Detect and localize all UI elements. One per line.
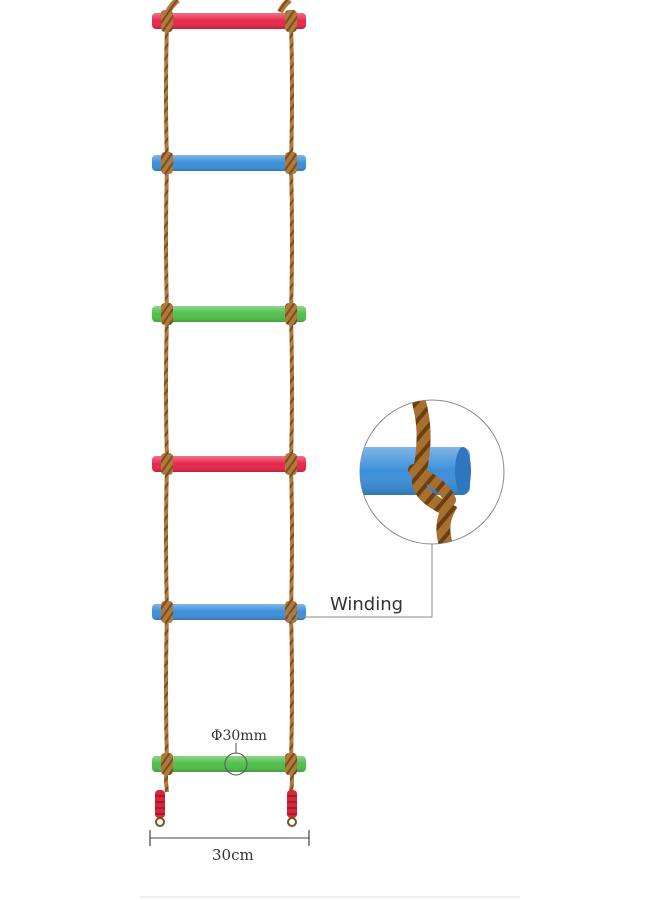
rope-segment: [289, 313, 294, 465]
width-label: 30cm: [212, 846, 254, 864]
rope-segment: [164, 313, 169, 465]
rope-segment: [164, 162, 169, 315]
rope-knot: [285, 453, 297, 475]
rope-segment: [164, 611, 169, 765]
winding-pointer: [288, 612, 298, 622]
winding-callout: Winding: [288, 544, 433, 622]
rope-segment: [289, 20, 294, 164]
rope-knot: [161, 303, 173, 325]
rope-knot: [161, 453, 173, 475]
rope-segment: [164, 20, 169, 164]
rope-knot: [161, 10, 173, 32]
rope-end-right: [287, 817, 297, 827]
rope-knot: [285, 152, 297, 174]
rope-knot: [285, 753, 297, 775]
ladder-rung: [152, 152, 306, 174]
ladder-rung: [152, 10, 306, 32]
zoom-rope: [411, 400, 458, 544]
top-rope-right: [277, 0, 292, 14]
rope-segment: [289, 162, 294, 315]
ladder-rung: [152, 453, 306, 475]
end-wrap-right: [287, 790, 297, 818]
bottom-end-wraps: [155, 790, 297, 827]
zoom-detail: [359, 399, 505, 545]
rope-segment: [289, 611, 294, 765]
rope-knot: [285, 10, 297, 32]
rope-knot: [161, 601, 173, 623]
diameter-label: Φ30mm: [211, 728, 267, 744]
rope-segment: [289, 463, 294, 613]
end-wrap-left: [155, 790, 165, 818]
rope-knot: [285, 601, 297, 623]
rope-end-left: [155, 817, 165, 827]
ladder-rungs: [152, 10, 306, 775]
ladder-rung: [152, 601, 306, 623]
rope-knot: [161, 152, 173, 174]
rope-knot: [161, 753, 173, 775]
winding-label: Winding: [330, 594, 403, 615]
ladder-rung: [152, 303, 306, 325]
side-ropes: [164, 20, 294, 793]
ladder-rung: [152, 753, 306, 775]
rope-knot: [285, 303, 297, 325]
rope-segment: [164, 463, 169, 613]
width-dimension: [149, 830, 310, 846]
